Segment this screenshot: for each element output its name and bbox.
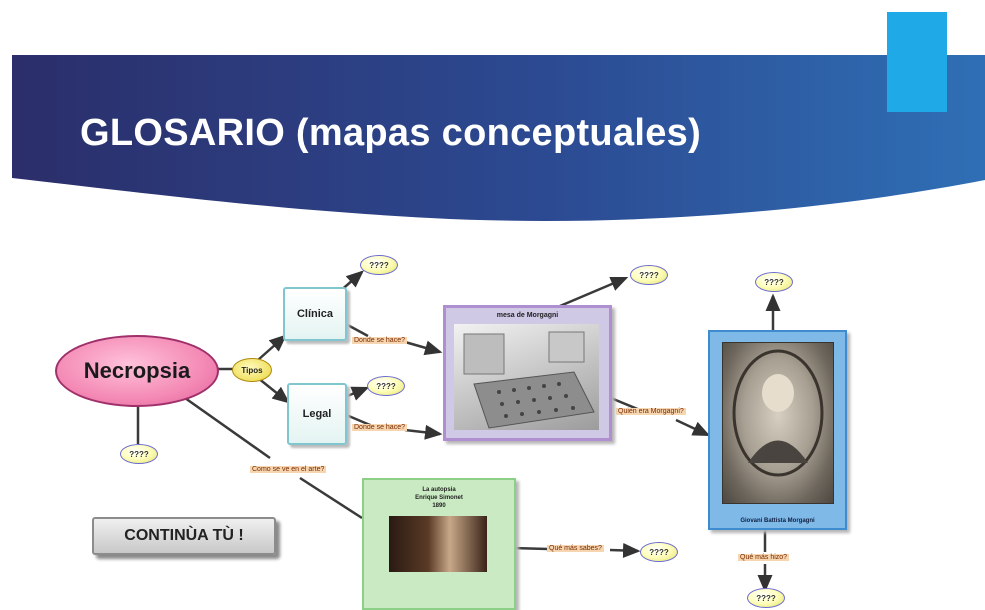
link-quien-morgagni: Quien era Morgagni?: [616, 408, 686, 415]
question-bubble-clinica[interactable]: ????: [360, 255, 398, 275]
image-node-mesa-morgagni[interactable]: mesa de Morgagni: [443, 305, 612, 441]
mesa-caption: mesa de Morgagni: [496, 312, 559, 319]
image-node-la-autopsia[interactable]: La autopsia Enrique Simonet 1890: [362, 478, 516, 610]
morgagni-portrait: [722, 342, 834, 504]
corner-tab: [887, 12, 947, 112]
question-bubble-mesa[interactable]: ????: [630, 265, 668, 285]
linker-tipos[interactable]: Tipos: [232, 358, 272, 382]
link-donde-legal: Donde se hace?: [352, 424, 407, 431]
autopsia-painting: [389, 516, 487, 572]
question-bubble-autopsia[interactable]: ????: [640, 542, 678, 562]
concept-clinica[interactable]: Clínica: [283, 287, 347, 341]
concept-legal[interactable]: Legal: [287, 383, 347, 445]
mesa-photo: [454, 324, 599, 430]
link-donde-clinica: Donde se hace?: [352, 337, 407, 344]
slide-title: GLOSARIO (mapas conceptuales): [80, 112, 702, 154]
link-como-arte: Como se ve en el arte?: [250, 466, 327, 473]
concept-necropsia[interactable]: Necropsia: [55, 335, 219, 407]
question-bubble-bottom[interactable]: ????: [747, 588, 785, 608]
autopsia-caption-line1: La autopsia: [422, 487, 456, 493]
link-que-mas-hizo: Qué más hizo?: [738, 554, 790, 561]
title-banner: [12, 12, 985, 221]
autopsia-caption: La autopsia Enrique Simonet 1890: [364, 486, 514, 510]
question-bubble-necropsia[interactable]: ????: [120, 444, 158, 464]
autopsia-caption-line2: Enrique Simonet: [415, 495, 463, 501]
link-que-mas-sabes: Qué más sabes?: [547, 545, 604, 552]
question-bubble-legal[interactable]: ????: [367, 376, 405, 396]
morgagni-caption: Giovani Battista Morgagni: [740, 518, 815, 524]
image-node-morgagni-portrait[interactable]: Giovani Battista Morgagni: [708, 330, 847, 530]
continue-button[interactable]: CONTINÙA TÙ !: [92, 517, 276, 555]
autopsia-caption-line3: 1890: [432, 503, 446, 509]
question-bubble-morgagni[interactable]: ????: [755, 272, 793, 292]
